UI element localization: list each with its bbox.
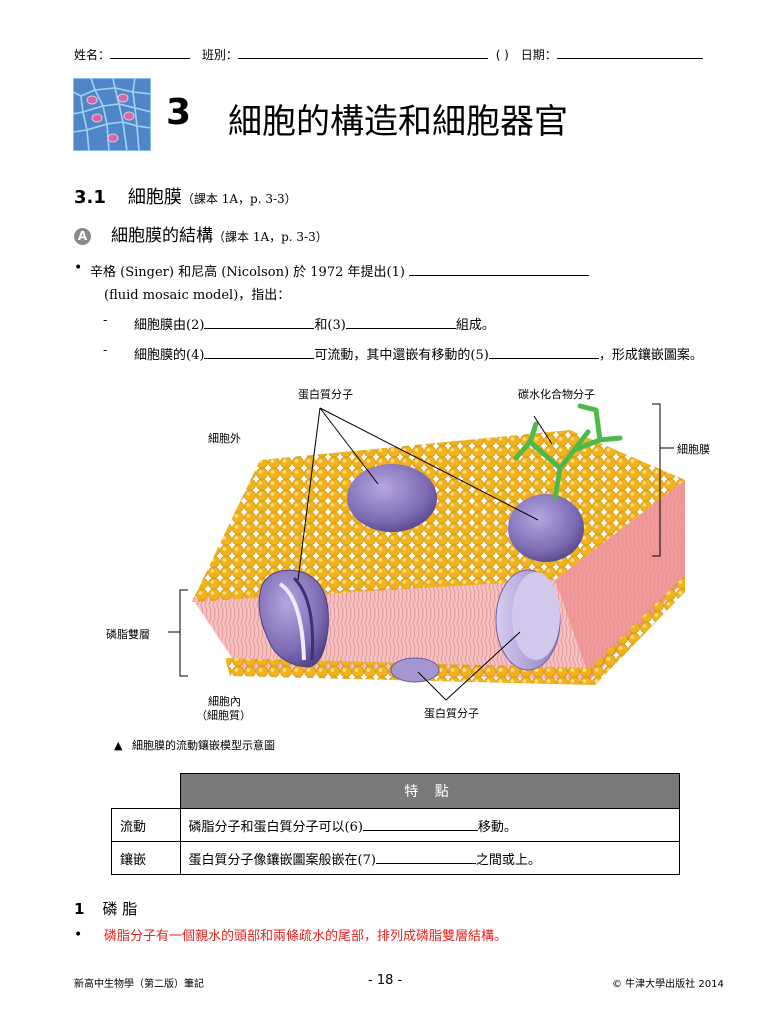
section-title: 細胞膜 [127,187,182,208]
subsection-ref: （課本 1A，p. 3-3） [213,230,328,244]
subsection-heading: A 細胞膜的結構（課本 1A，p. 3-3） [74,221,328,246]
bullet-1: • [74,260,83,276]
dash2-post: ，形成鑲嵌圖案。 [598,348,703,363]
chapter-number: 3 [166,92,192,133]
channel-protein [258,569,329,668]
dash-1: - [103,313,108,328]
row2-post: 之間或上。 [475,852,541,868]
table-term: 鑲嵌 [111,841,181,875]
page-number: - 18 - [368,973,403,988]
table-term: 流動 [111,808,181,842]
paragraph-line-4: 細胞膜的(4) 可流動，其中還嵌有移動的(5) ，形成鑲嵌圖案。 [134,344,703,365]
subheading-number: 1 [74,900,85,918]
blank-1[interactable] [409,261,590,276]
bullet-2: • [74,927,83,943]
label-bilayer: 磷脂雙層 [106,628,150,641]
label-protein-top: 蛋白質分子 [298,388,353,401]
label-carbohydrate: 碳水化合物分子 [518,388,595,401]
label-inside-1: 細胞內 [208,695,241,708]
protein-top-left [347,464,437,532]
table-row: 流動 磷脂分子和蛋白質分子可以(6) 移動。 [111,808,680,842]
name-label: 姓名： [74,48,111,62]
section-heading: 3.1 細胞膜（課本 1A，p. 3-3） [74,183,297,209]
carbohydrate-chain [513,403,623,501]
dash-2: - [103,343,108,358]
model-intro-text: 辛格 (Singer) 和尼高 (Nicolson) 於 1972 年提出(1) [90,265,405,280]
blank-5[interactable] [488,344,599,359]
dash1-post: 組成。 [455,318,495,333]
dash2-pre: 細胞膜的(4) [134,348,205,363]
table-row: 鑲嵌 蛋白質分子像鑲嵌圖案般嵌在(7) 之間或上。 [111,841,680,875]
subsection-badge: A [74,228,91,245]
integral-protein-right [495,569,561,671]
summary-table: 特 點 流動 磷脂分子和蛋白質分子可以(6) 移動。 鑲嵌 蛋白質分子像鑲嵌圖案般… [111,773,680,875]
membrane-diagram [168,403,685,701]
row1-pre: 磷脂分子和蛋白質分子可以(6) [188,819,363,835]
label-outside: 細胞外 [208,432,241,445]
footer-right: © 牛津大學出版社 2014 [612,979,724,990]
paragraph-line-2: (fluid mosaic model)，指出： [104,288,291,303]
label-inside-2: （細胞質） [196,709,251,722]
date-label: 日期： [520,48,557,62]
class-field[interactable] [237,44,488,59]
lower-leaflet-heads [225,575,685,685]
red-answer-text: 磷脂分子有一個親水的頭部和兩條疏水的尾部，排列成磷脂雙層結構。 [104,929,508,944]
table-desc: 磷脂分子和蛋白質分子可以(6) 移動。 [179,808,680,842]
chapter-cell-image [73,78,151,151]
protein-top-right [508,494,584,562]
chapter-title: 細胞的構造和細胞器官 [228,102,568,142]
footer-left: 新高中生物學（第二版）筆記 [74,979,204,990]
diagram-caption: ▲ 細胞膜的流動鑲嵌模型示意圖 [114,737,275,753]
caption-text: 細胞膜的流動鑲嵌模型示意圖 [131,739,275,752]
blank-2[interactable] [204,314,315,329]
blank-3[interactable] [345,314,456,329]
upper-leaflet-surface [192,430,685,602]
class-number[interactable]: ( ) [495,48,509,62]
label-protein-bottom: 蛋白質分子 [424,707,479,720]
blank-6[interactable] [362,816,478,831]
table-desc: 蛋白質分子像鑲嵌圖案般嵌在(7) 之間或上。 [179,841,680,875]
blank-7[interactable] [375,849,476,864]
table-corner [112,774,181,809]
subheading-phospholipid: 1 磷 脂 [74,898,137,919]
subsection-title: 細胞膜的結構 [111,226,213,246]
section-ref: （課本 1A，p. 3-3） [181,192,297,206]
subheading-title: 磷 脂 [102,900,138,918]
table-header: 特 點 [179,773,680,809]
caption-triangle: ▲ [114,739,123,752]
dash1-mid: 和(3) [314,318,346,333]
label-cell-membrane: 細胞膜 [677,443,710,456]
paragraph-line-1: 辛格 (Singer) 和尼高 (Nicolson) 於 1972 年提出(1) [90,261,590,282]
name-field[interactable] [110,44,191,59]
row2-pre: 蛋白質分子像鑲嵌圖案般嵌在(7) [188,852,376,868]
paragraph-line-3: 細胞膜由(2) 和(3) 組成。 [134,314,495,335]
row1-post: 移動。 [477,819,517,835]
dash1-pre: 細胞膜由(2) [134,318,205,333]
header-bar: 姓名： 班別： ( ) 日期： [74,44,703,63]
protein-bottom-small [390,657,440,683]
section-number: 3.1 [74,187,106,208]
dash2-mid: 可流動，其中還嵌有移動的(5) [314,348,489,363]
class-label: 班別： [201,48,238,62]
date-field[interactable] [556,44,703,59]
blank-4[interactable] [204,344,315,359]
